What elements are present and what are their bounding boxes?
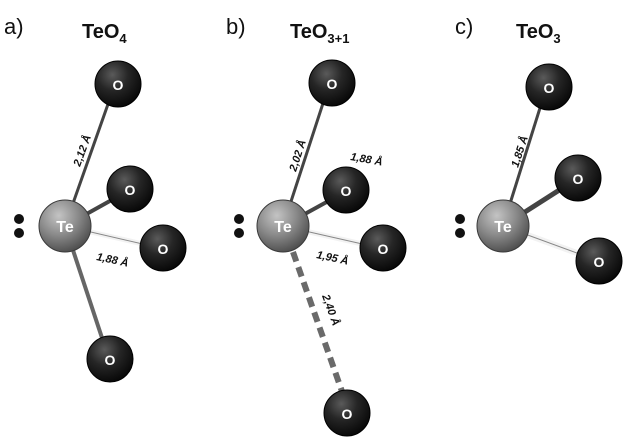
- panel-b-oxygen-atom-right: [359, 224, 407, 272]
- panel-b-oxygen-atom-upper-right: [322, 166, 370, 214]
- panel-b-bond-label-long: 2,40 Å: [319, 292, 343, 328]
- panel-b-formula: TeO3+1: [290, 21, 349, 46]
- panel-b-bond-label-right: 1,95 Å: [315, 248, 349, 267]
- panel-b-oxygen-label-bottom: O: [342, 406, 353, 422]
- panel-b-formula-base: TeO: [290, 21, 327, 43]
- panel-b-oxygen-label-upper-right: O: [341, 183, 352, 199]
- panel-c-lone-pair-dot-lower: [455, 228, 465, 238]
- panel-c-formula-base: TeO: [516, 21, 553, 43]
- panel-c-oxygen-label-top: O: [544, 80, 555, 96]
- panel-a-formula: TeO4: [82, 21, 127, 46]
- panel-b-tellurium-atom: [256, 199, 310, 253]
- panel-c-formula-subscript: 3: [553, 31, 560, 46]
- panel-a-oxygen-label-bottom: O: [105, 352, 116, 368]
- panel-a-oxygen-label-upper-right: O: [125, 182, 136, 198]
- panel-c-tellurium-label: Te: [494, 219, 512, 236]
- panel-b-letter: b): [226, 14, 246, 39]
- panel-a-bond-label-right: 1,88 Å: [95, 250, 129, 269]
- panel-a-lone-pair-dot-upper: [14, 214, 24, 224]
- panel-c-oxygen-atom-upper-right: [554, 154, 602, 202]
- panel-c-oxygen-atom-top: [525, 63, 573, 111]
- panel-b-oxygen-label-top: O: [327, 76, 338, 92]
- panel-a-oxygen-atom-right: [139, 224, 187, 272]
- panel-c-formula: TeO3: [516, 21, 561, 46]
- panel-b-tellurium-label: Te: [274, 219, 292, 236]
- panel-a-tellurium-label: Te: [56, 219, 74, 236]
- panel-a-formula-subscript: 4: [119, 31, 127, 46]
- panel-c-letter: c): [455, 14, 473, 39]
- panel-a-formula-base: TeO: [82, 21, 119, 43]
- panel-c-lone-pair-dot-upper: [455, 214, 465, 224]
- panel-b-bond-label-upper-right: 1,88 Å: [349, 150, 383, 168]
- panel-b-oxygen-atom-bottom: [323, 389, 371, 437]
- panel-b-oxygen-atom-top: [308, 59, 356, 107]
- panel-c-tellurium-atom: [476, 199, 530, 253]
- panel-b: b) TeO3+1 2,02 Å 1,88 Å 1,95 Å 2,40 Å Te…: [226, 14, 407, 437]
- panel-b-formula-subscript: 3+1: [327, 31, 349, 46]
- panel-c-oxygen-atom-lower-right: [575, 237, 623, 285]
- panel-c: c) TeO3 1,85 Å Te O O O: [455, 14, 623, 285]
- panel-a-oxygen-atom-top: [94, 60, 142, 108]
- panel-a-tellurium-atom: [38, 199, 92, 253]
- panel-a-oxygen-label-right: O: [158, 241, 169, 257]
- panel-b-oxygen-label-right: O: [378, 241, 389, 257]
- panel-c-oxygen-label-upper-right: O: [573, 171, 584, 187]
- panel-b-lone-pair-dot-lower: [234, 228, 244, 238]
- panel-a-oxygen-atom-upper-right: [106, 165, 154, 213]
- panel-b-lone-pair-dot-upper: [234, 214, 244, 224]
- panel-b-long-bond-dashed: [290, 251, 348, 401]
- panel-a-lone-pair-dot-lower: [14, 228, 24, 238]
- panel-a-oxygen-label-top: O: [113, 77, 124, 93]
- panel-a-oxygen-atom-bottom: [86, 335, 134, 383]
- panel-a: a) TeO4 2,12 Å 1,88 Å Te O O O O: [4, 14, 187, 383]
- panel-a-letter: a): [4, 14, 24, 39]
- panel-c-oxygen-label-lower-right: O: [594, 254, 605, 270]
